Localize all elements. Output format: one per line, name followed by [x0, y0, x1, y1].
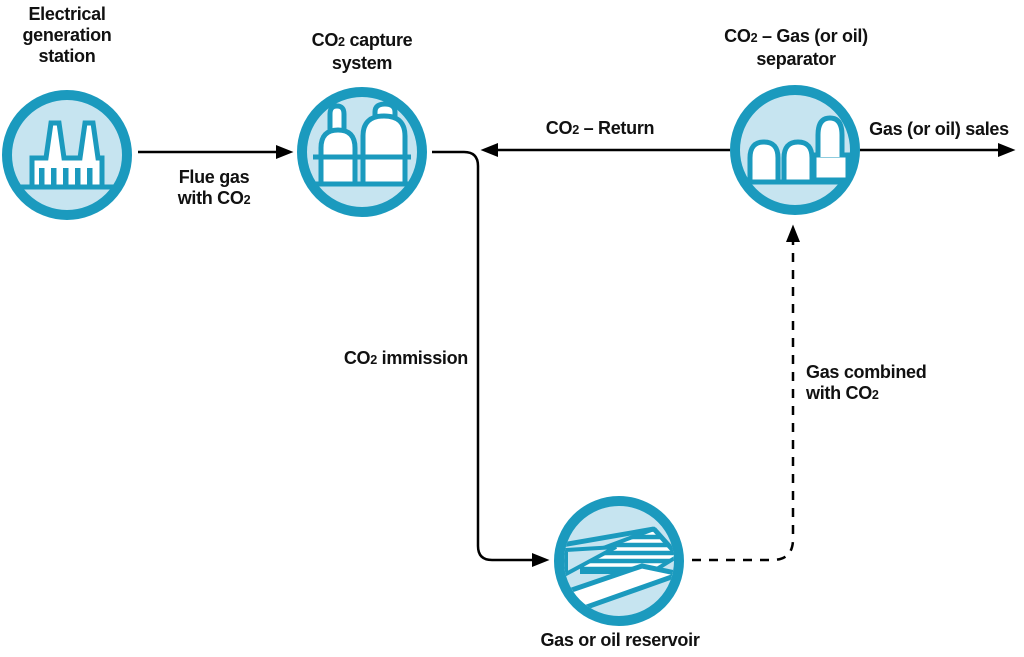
edge-label-flue-gas: Flue gas with CO2	[177, 167, 251, 208]
node-gas-or-oil-reservoir	[554, 496, 684, 626]
capture-tanks-icon	[297, 87, 427, 217]
node-label-co2-capture-system: CO2 capture system	[311, 30, 413, 73]
edge-label-gas-or-oil-sales: Gas (or oil) sales	[869, 119, 1009, 139]
gas-combined-dashed-arrow	[692, 224, 800, 562]
node-co2-gas-oil-separator	[730, 85, 860, 215]
edge-label-gas-combined-with-co2: Gas combined with CO2	[806, 362, 927, 403]
factory-icon	[2, 90, 132, 220]
node-label-co2-gas-oil-separator: CO2 – Gas (or oil) separator	[724, 26, 868, 69]
node-label-electrical-generation-station: Electrical generation station	[22, 4, 112, 66]
node-electrical-generation-station	[2, 90, 132, 220]
co2-immission-arrow	[432, 150, 550, 567]
node-label-gas-or-oil-reservoir: Gas or oil reservoir	[540, 630, 700, 650]
edge-label-co2-immission: CO2 immission	[343, 348, 468, 368]
edge-label-co2-return: CO2 – Return	[545, 118, 655, 138]
separator-tanks-icon	[730, 85, 860, 215]
reservoir-strata-icon	[554, 496, 684, 626]
node-co2-capture-system	[297, 87, 427, 217]
